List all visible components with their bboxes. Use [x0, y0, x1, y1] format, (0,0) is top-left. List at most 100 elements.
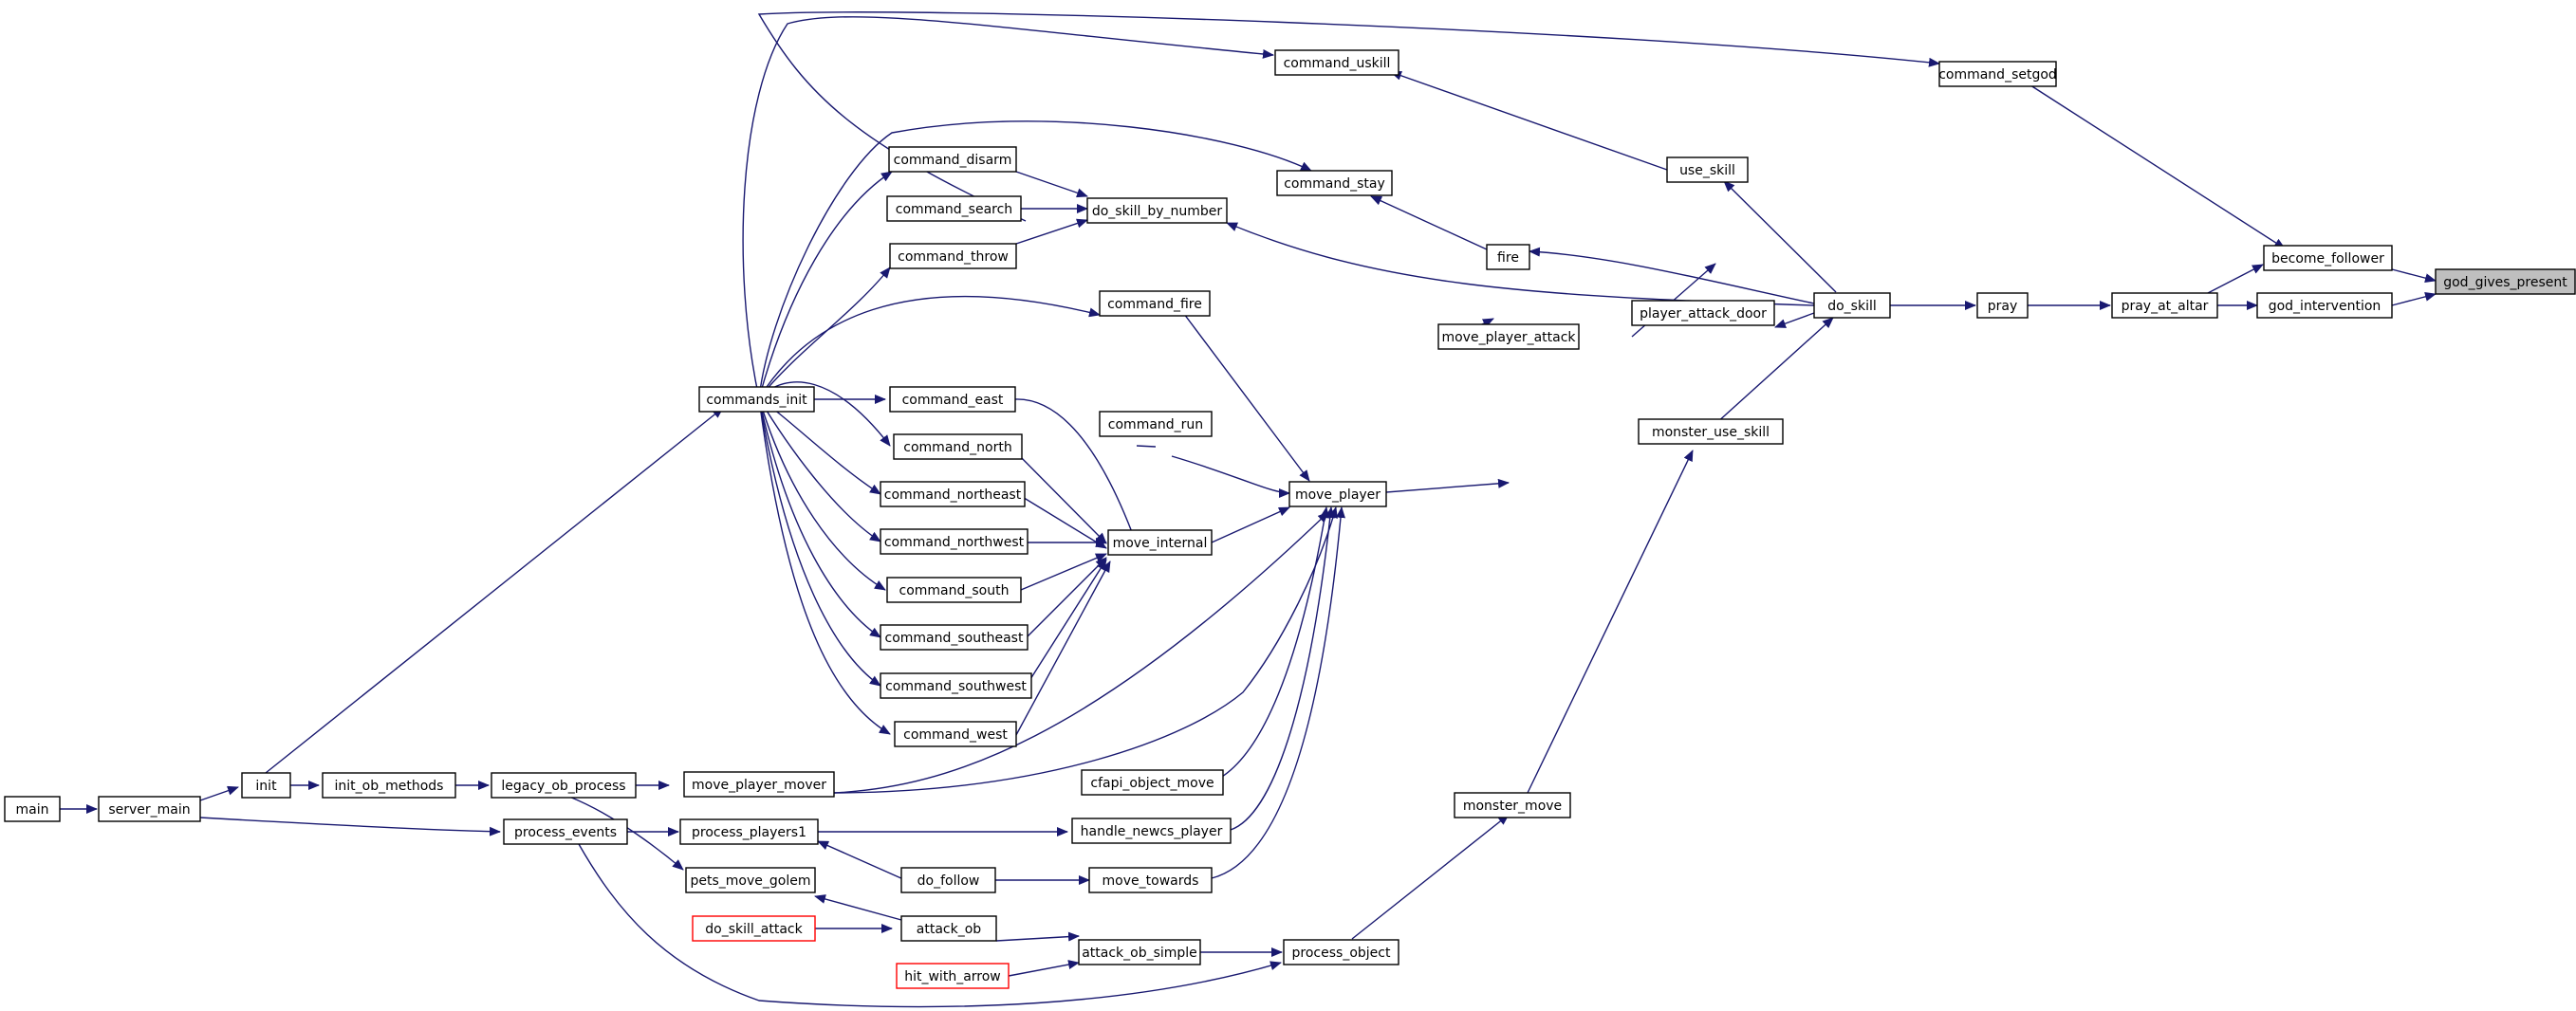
node-init[interactable]: init [241, 772, 291, 799]
edge [265, 407, 724, 774]
node-pray[interactable]: pray [1976, 292, 2029, 319]
node-label: command_throw [898, 249, 1009, 265]
node-label: command_northwest [884, 535, 1025, 550]
node-command-search[interactable]: command_search [886, 195, 1022, 222]
node-hit-with-arrow[interactable]: hit_with_arrow [896, 963, 1010, 989]
node-process-events[interactable]: process_events [503, 818, 628, 845]
node-label: attack_ob [917, 922, 982, 937]
node-attack-ob-simple[interactable]: attack_ob_simple [1078, 939, 1201, 965]
edge [1008, 960, 1080, 977]
node-god-gives-present[interactable]: god_gives_present [2435, 268, 2576, 295]
node-process-object[interactable]: process_object [1283, 939, 1399, 965]
node-command-stay[interactable]: command_stay [1276, 170, 1393, 196]
node-box [679, 818, 819, 845]
node-become-follower[interactable]: become_follower [2263, 245, 2393, 271]
node-box [1976, 292, 2029, 319]
node-do-skill-attack[interactable]: do_skill_attack [692, 915, 816, 942]
node-box [1099, 290, 1211, 317]
edge [758, 397, 881, 542]
node-god-intervention[interactable]: god_intervention [2256, 292, 2393, 319]
node-monster-use-skill[interactable]: monster_use_skill [1638, 418, 1784, 445]
node-label: do_skill [1827, 299, 1877, 314]
node-label: handle_newcs_player [1081, 824, 1223, 839]
node-label: pets_move_golem [691, 873, 811, 889]
node-attack-ob[interactable]: attack_ob [900, 915, 997, 942]
node-box [889, 243, 1017, 269]
node-label: hit_with_arrow [904, 969, 1001, 984]
node-box [4, 796, 61, 822]
node-box [880, 481, 1026, 507]
node-command-setgod[interactable]: command_setgod [1938, 61, 2057, 87]
node-server-main[interactable]: server_main [98, 796, 201, 822]
node-main[interactable]: main [4, 796, 61, 822]
edge [1010, 447, 1107, 544]
node-box [896, 963, 1010, 989]
node-label: legacy_ob_process [501, 779, 625, 794]
edge [2391, 291, 2437, 306]
edge [199, 785, 239, 801]
node-label: move_towards [1103, 873, 1199, 889]
edge [1390, 70, 1668, 171]
node-cfapi-object-move[interactable]: cfapi_object_move [1081, 769, 1224, 796]
node-process-players1[interactable]: process_players1 [679, 818, 819, 845]
node-command-west[interactable]: command_west [894, 721, 1017, 747]
node-command-north[interactable]: command_north [893, 433, 1023, 460]
node-do-skill[interactable]: do_skill [1813, 292, 1891, 319]
node-use-skill[interactable]: use_skill [1666, 156, 1749, 183]
node-legacy-ob-process[interactable]: legacy_ob_process [491, 772, 637, 799]
node-command-uskill[interactable]: command_uskill [1274, 49, 1399, 76]
node-label: command_disarm [894, 153, 1012, 168]
node-label: process_object [1292, 946, 1391, 961]
node-label: god_gives_present [2443, 275, 2567, 290]
node-command-east[interactable]: command_east [889, 386, 1016, 413]
node-handle-newcs-player[interactable]: handle_newcs_player [1071, 818, 1232, 844]
node-command-southeast[interactable]: command_southeast [880, 624, 1029, 651]
node-command-northeast[interactable]: command_northeast [880, 481, 1026, 507]
node-pray-at-altar[interactable]: pray_at_altar [2111, 292, 2218, 319]
node-label: move_player_attack [1441, 330, 1576, 345]
node-pets-move-golem[interactable]: pets_move_golem [685, 867, 816, 893]
node-box [1813, 292, 1891, 319]
node-command-south[interactable]: command_south [886, 577, 1022, 603]
node-label: process_events [514, 825, 617, 840]
node-commands-init[interactable]: commands_init [698, 386, 815, 413]
node-command-run[interactable]: command_run [1099, 411, 1213, 437]
node-command-northwest[interactable]: command_northwest [880, 528, 1029, 555]
node-move-towards[interactable]: move_towards [1088, 867, 1213, 893]
edge [1213, 506, 1330, 782]
node-box [889, 386, 1016, 413]
node-do-follow[interactable]: do_follow [900, 867, 996, 893]
node-box [1088, 867, 1213, 893]
edge [199, 817, 501, 836]
node-label: command_uskill [1284, 56, 1391, 71]
node-label: do_skill_by_number [1092, 204, 1223, 219]
node-box [1071, 818, 1232, 844]
edge [814, 894, 902, 921]
node-command-fire[interactable]: command_fire [1099, 290, 1211, 317]
node-move-player-attack[interactable]: move_player_attack [1437, 323, 1580, 350]
node-box [322, 772, 456, 799]
node-command-southwest[interactable]: command_southwest [880, 672, 1032, 699]
edge [1211, 506, 1345, 879]
node-do-skill-by-number[interactable]: do_skill_by_number [1086, 197, 1228, 224]
node-move-player[interactable]: move_player [1288, 481, 1387, 507]
node-label: server_main [108, 802, 190, 818]
node-command-throw[interactable]: command_throw [889, 243, 1017, 269]
node-player-attack-door[interactable]: player_attack_door [1631, 300, 1775, 326]
node-box [880, 624, 1029, 651]
node-fire[interactable]: fire [1486, 244, 1530, 270]
node-label: monster_move [1463, 799, 1562, 814]
node-command-disarm[interactable]: command_disarm [888, 146, 1017, 173]
node-box [2435, 268, 2576, 295]
node-init-ob-methods[interactable]: init_ob_methods [322, 772, 456, 799]
edge [758, 397, 881, 495]
node-move-player-mover[interactable]: move_player_mover [683, 771, 835, 798]
edges [60, 11, 2437, 1008]
node-move-internal[interactable]: move_internal [1107, 529, 1213, 556]
node-box [886, 195, 1022, 222]
node-monster-move[interactable]: monster_move [1454, 792, 1571, 818]
node-box [683, 771, 835, 798]
node-box [880, 528, 1029, 555]
node-box [880, 672, 1032, 699]
node-box [1486, 244, 1530, 270]
